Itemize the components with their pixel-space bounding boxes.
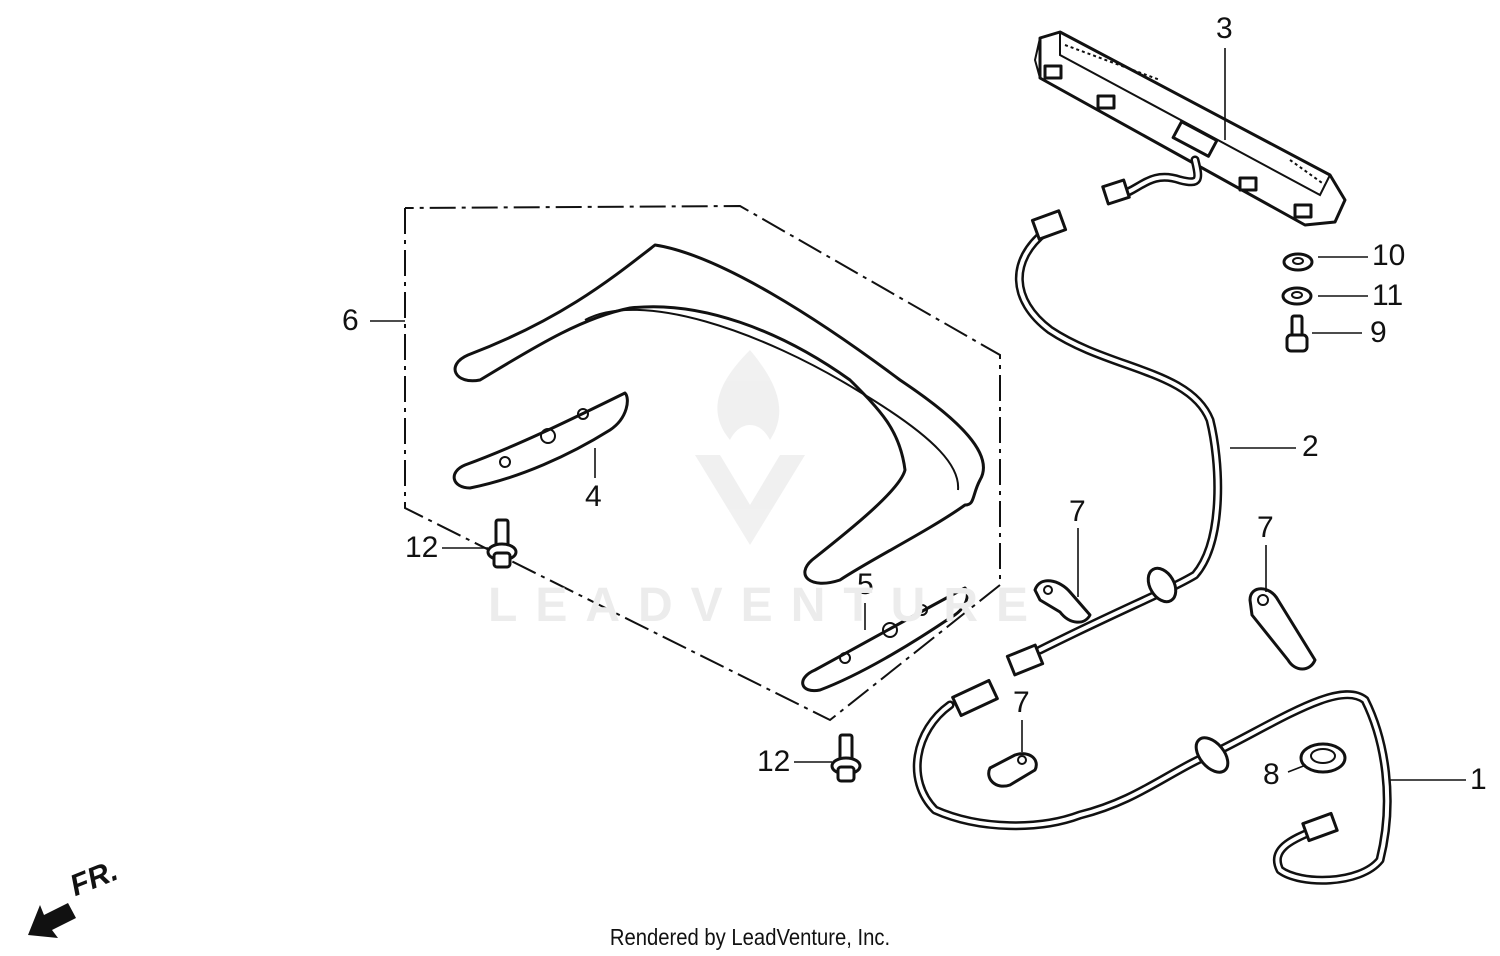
- nut-part-10: [1282, 252, 1314, 272]
- callout-5: 5: [857, 568, 874, 601]
- callout-8: 8: [1263, 758, 1280, 791]
- watermark-logo-icon: [695, 350, 805, 545]
- group-box-6: [404, 204, 1001, 722]
- cable-band-part-8: [1299, 742, 1347, 774]
- clamp-part-7-lower: [987, 752, 1038, 788]
- clamp-part-7-right: [1248, 587, 1317, 671]
- callout-12-lower: 12: [757, 745, 791, 778]
- mounting-plate-part-5: [801, 586, 969, 693]
- front-direction-arrow-icon: [28, 903, 76, 938]
- callout-2: 2: [1302, 430, 1319, 463]
- callout-7-left: 7: [1069, 495, 1086, 528]
- clamp-part-7-left: [1033, 579, 1092, 624]
- mounting-plate-part-4: [452, 391, 629, 490]
- guard-bar-part-6: [453, 243, 985, 585]
- callout-9: 9: [1370, 316, 1387, 349]
- callout-4: 4: [585, 480, 602, 513]
- callout-7-lower: 7: [1013, 686, 1030, 719]
- callout-11: 11: [1372, 279, 1404, 312]
- callout-6: 6: [342, 304, 359, 337]
- footer-credit: Rendered by LeadVenture, Inc.: [609, 924, 891, 950]
- callout-12-upper: 12: [405, 531, 439, 564]
- light-bar-pigtail: [1101, 155, 1203, 206]
- watermark-text: LEADVENTURE: [488, 579, 1047, 632]
- bolt-part-12-lower: [830, 733, 862, 783]
- harness-part-2: [1005, 209, 1223, 677]
- harness-part-1: [912, 678, 1392, 885]
- bolt-part-12-upper: [486, 518, 518, 569]
- screw-part-9: [1285, 314, 1309, 353]
- light-bar-part-3: [1033, 30, 1347, 227]
- callout-3: 3: [1216, 12, 1233, 45]
- leader-lines: [370, 48, 1466, 781]
- callout-7-right: 7: [1257, 511, 1274, 544]
- callout-10: 10: [1372, 239, 1406, 272]
- callout-1: 1: [1470, 763, 1487, 796]
- washer-part-11: [1281, 286, 1313, 306]
